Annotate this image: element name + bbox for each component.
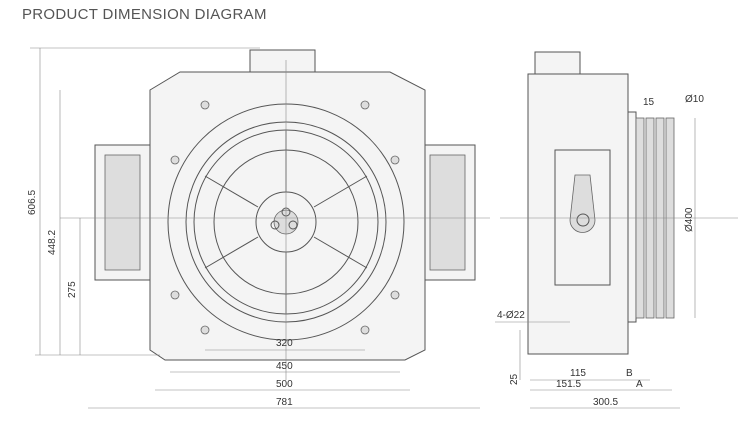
dim-151-5: 151.5 [556,379,581,390]
side-view: 15 Ø10 Ø400 4-Ø22 25 115 B 151.5 A 300.5 [495,51,738,409]
dim-300-5: 300.5 [593,397,618,408]
dim-15: 15 [643,97,655,108]
dim-sheave-dia: Ø400 [684,207,695,232]
front-view: 606.5 448.2 275 320 450 500 781 [27,47,490,409]
dim-rope-dia: Ø10 [685,94,704,105]
dim-A: A [636,379,643,390]
dim-B: B [626,368,633,379]
dim-115: 115 [570,368,586,379]
dim-500: 500 [276,379,293,390]
dim-holes: 4-Ø22 [497,310,525,321]
dim-448-2: 448.2 [47,230,58,255]
dim-781: 781 [276,397,293,408]
dim-606-5: 606.5 [27,190,38,215]
dim-450: 450 [276,361,293,372]
dim-320: 320 [276,338,293,349]
dim-275: 275 [67,281,78,298]
page-title: PRODUCT DIMENSION DIAGRAM [22,6,267,23]
dim-25: 25 [509,373,520,385]
